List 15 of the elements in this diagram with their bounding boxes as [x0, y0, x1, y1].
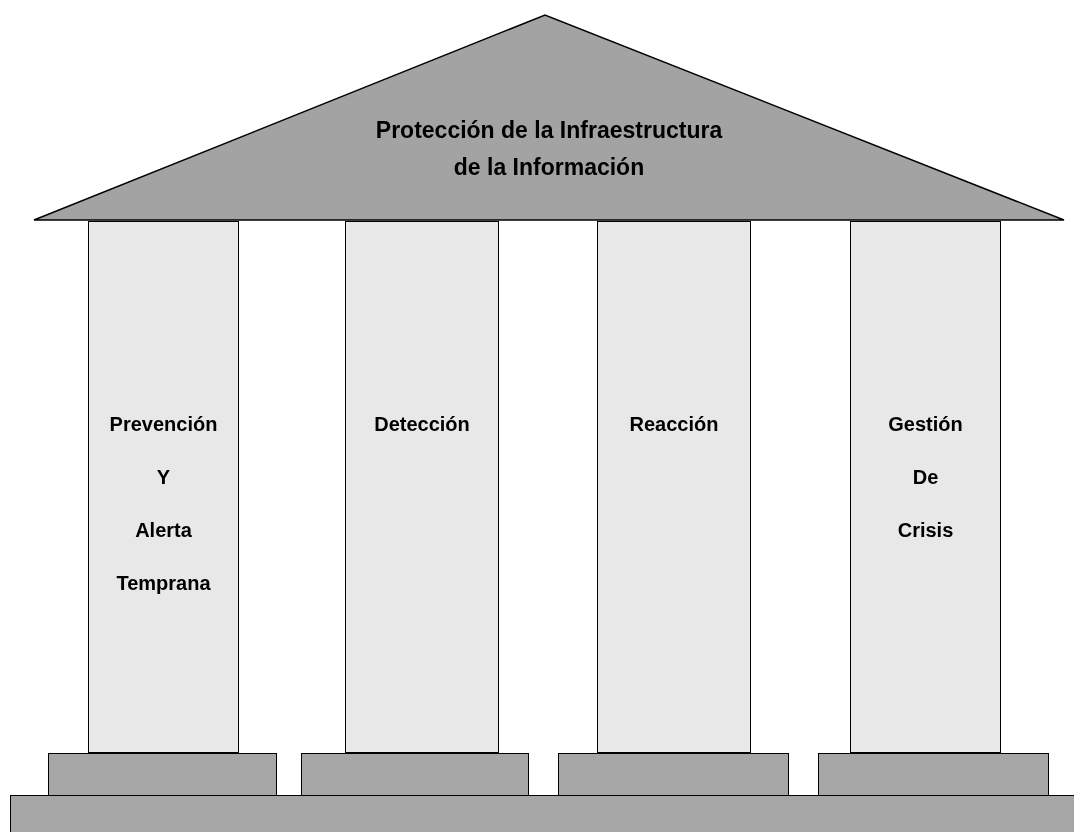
pillar [850, 221, 1001, 753]
pillar [88, 221, 239, 753]
pillar [345, 221, 499, 753]
plinth-block [818, 753, 1049, 796]
pillar-label: Detección [374, 413, 470, 435]
plinth-block [558, 753, 789, 796]
pillar-label: Reacción [629, 413, 719, 435]
plinth-block [301, 753, 529, 796]
base-slab [10, 795, 1074, 832]
pillar-label: Gestión De Crisis [888, 413, 963, 541]
pillar-label: Prevención Y Alerta Temprana [109, 413, 218, 594]
roof-title: Protección de la Infraestructura de la Información [374, 116, 724, 182]
pillar [597, 221, 751, 753]
roof-triangle [33, 14, 1065, 221]
plinth-block [48, 753, 277, 796]
